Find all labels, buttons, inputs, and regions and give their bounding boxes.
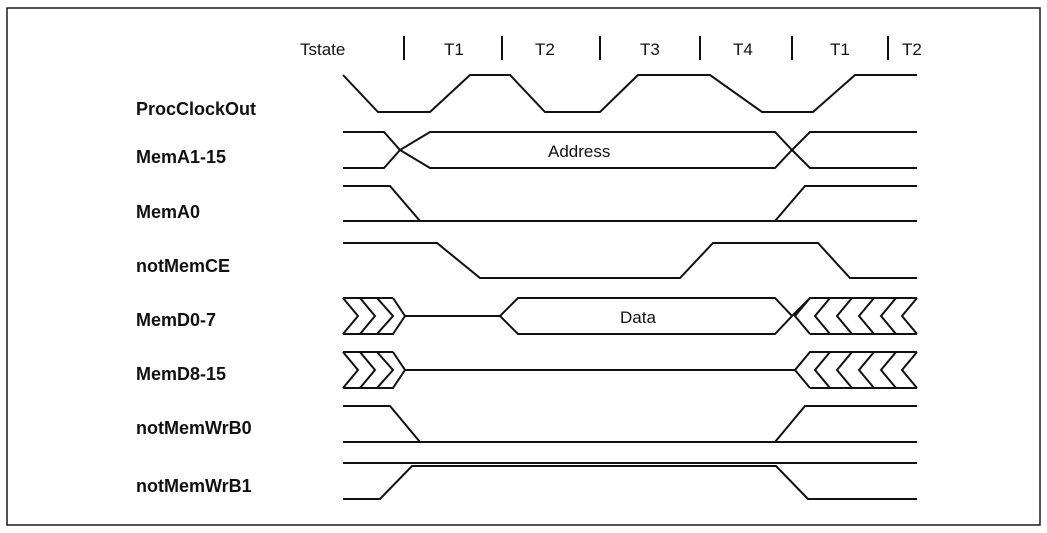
memd0-7-invalid-left bbox=[342, 297, 407, 335]
tstate-separators bbox=[403, 36, 889, 60]
tstate-t4-label: T4 bbox=[733, 40, 753, 59]
address-bus-lower-line bbox=[343, 131, 917, 169]
signal-label-notmemwrb1: notMemWrB1 bbox=[136, 476, 252, 496]
signal-label-memd0-7: MemD0-7 bbox=[136, 310, 216, 330]
memd8-15-invalid-right bbox=[793, 351, 918, 389]
signal-label-notmemwrb0: notMemWrB0 bbox=[136, 418, 252, 438]
signal-label-mema1-15: MemA1-15 bbox=[136, 147, 226, 167]
address-bus-upper-line bbox=[343, 131, 917, 169]
notmemce-waveform bbox=[343, 242, 917, 279]
notmemwrb1-waveform bbox=[343, 465, 917, 500]
tstate-t1-label-2: T1 bbox=[830, 40, 850, 59]
memd0-7-invalid-right bbox=[791, 297, 918, 335]
tstate-t2-label-2: T2 bbox=[902, 40, 922, 59]
mema0-waveform bbox=[343, 185, 917, 222]
memd8-15-invalid-left bbox=[342, 351, 407, 389]
data-bus-label: Data bbox=[620, 308, 656, 327]
diagram-border bbox=[6, 7, 1041, 526]
tstate-t3-label: T3 bbox=[640, 40, 660, 59]
procclockout-waveform bbox=[342, 74, 917, 113]
memd0-7-waveform bbox=[342, 297, 918, 335]
signal-label-memd8-15: MemD8-15 bbox=[136, 364, 226, 384]
mema1-15-waveform bbox=[343, 131, 917, 169]
address-bus-label: Address bbox=[548, 142, 610, 161]
signal-label-mema0: MemA0 bbox=[136, 202, 200, 222]
tstate-header: Tstate bbox=[300, 40, 345, 59]
tstate-t2-label: T2 bbox=[535, 40, 555, 59]
memd8-15-waveform bbox=[342, 351, 918, 389]
tstate-t1-label: T1 bbox=[444, 40, 464, 59]
signal-label-procclockout: ProcClockOut bbox=[136, 99, 256, 119]
signal-label-notmemce: notMemCE bbox=[136, 256, 230, 276]
notmemwrb0-waveform bbox=[343, 405, 917, 443]
